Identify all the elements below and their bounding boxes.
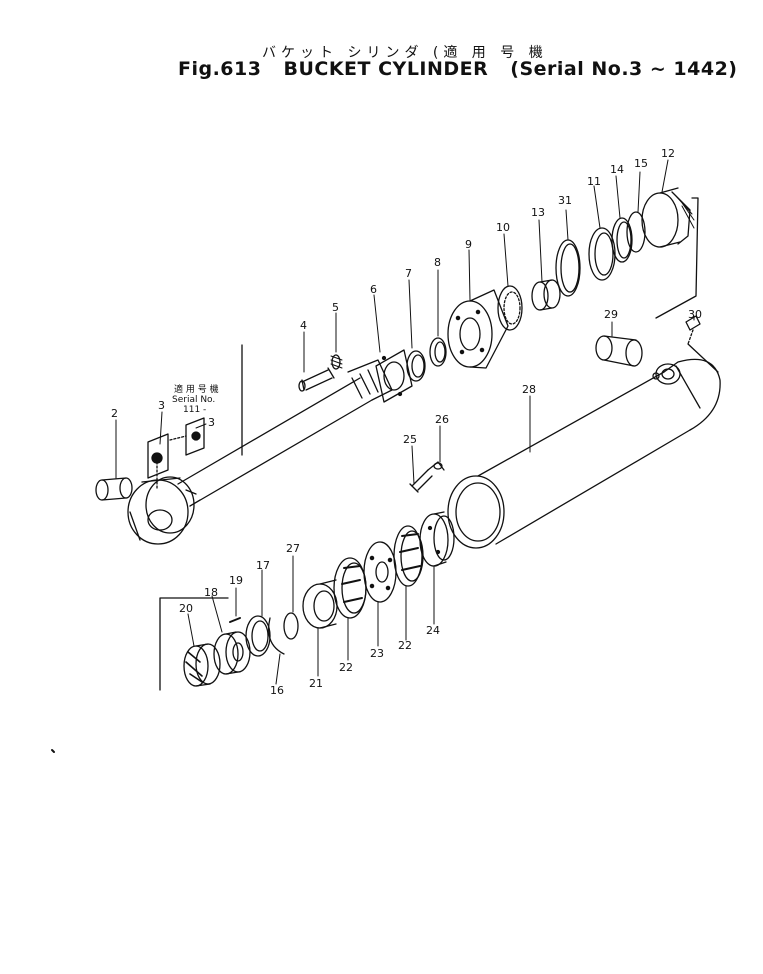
wear-ring-22b: [393, 525, 424, 587]
callout-19: 19: [229, 574, 243, 587]
bushing-13: [531, 279, 561, 311]
serial-note: 適 用 号 機 Serial No. 111 -: [172, 383, 219, 415]
callout-26: 26: [435, 413, 449, 426]
pin-29: [595, 335, 643, 367]
bolt-25: [409, 469, 433, 493]
nut-20: [183, 643, 221, 687]
callout-11: 11: [587, 175, 601, 188]
callout-18: 18: [204, 586, 218, 599]
figure-name: BUCKET CYLINDER: [283, 58, 489, 80]
grease-fitting-3b: [169, 417, 205, 456]
snap-ring-16: [267, 617, 285, 655]
callout-20: 20: [179, 602, 193, 615]
note-japanese: 適 用 号 機: [174, 383, 219, 395]
callout-15: 15: [634, 157, 648, 170]
snap-ring-10: [497, 285, 523, 331]
leader-lines: [115, 159, 695, 685]
callout-9: 9: [465, 238, 472, 251]
callout-4: 4: [300, 319, 307, 332]
grease-nipple-30: [685, 315, 701, 345]
pin-26: [427, 461, 445, 471]
mark-dot: [51, 749, 55, 753]
grease-fitting-3a: [147, 433, 169, 489]
callout-14: 14: [610, 163, 624, 176]
bracket-line-12: [655, 197, 699, 319]
callout-24: 24: [426, 624, 440, 637]
piston-23: [363, 541, 397, 603]
callout-5: 5: [332, 301, 339, 314]
callout-12: 12: [661, 147, 675, 160]
note-serial-range: 111 -: [183, 405, 206, 415]
callout-31: 31: [558, 194, 572, 207]
ring-7: [406, 350, 426, 382]
ring-11: [588, 227, 616, 281]
header-japanese-title: バケット シリンダ (適 用 号 機: [262, 45, 548, 61]
cylinder-head-9: [447, 289, 509, 369]
callout-13: 13: [531, 206, 545, 219]
callout-22b: 22: [398, 639, 412, 652]
callout-29: 29: [604, 308, 618, 321]
callout-3a: 3: [158, 399, 165, 412]
callout-10: 10: [496, 221, 510, 234]
callout-25: 25: [403, 433, 417, 446]
callout-22a: 22: [339, 661, 353, 674]
ring-17: [245, 615, 271, 657]
callout-7: 7: [405, 267, 412, 280]
callout-21: 21: [309, 677, 323, 690]
callout-3b: 3: [208, 416, 215, 429]
ring-8: [429, 337, 447, 367]
piston-group: [51, 511, 455, 753]
callout-2: 2: [111, 407, 118, 420]
bolt-4: [298, 367, 335, 392]
cylinder-tube-28: [447, 343, 721, 549]
o-ring-31: [555, 239, 581, 297]
rod-eye: [127, 476, 195, 545]
spacer-21: [302, 579, 338, 629]
piston-rod-assembly: [95, 187, 699, 545]
ring-27: [283, 612, 299, 640]
bushing-2: [95, 477, 133, 501]
callout-numbers: 2 3 3 4 5 6 7 8 9 10 11 12 13 14 15 16 1…: [111, 147, 702, 697]
callout-8: 8: [434, 256, 441, 269]
ring-15: [626, 211, 646, 253]
callout-17: 17: [256, 559, 270, 572]
callout-6: 6: [370, 283, 377, 296]
housing-12: [641, 187, 695, 248]
washer-5: [330, 354, 343, 370]
serial-range: (Serial No.3 ~ 1442): [510, 58, 738, 80]
callout-28: 28: [522, 383, 536, 396]
note-serial-label: Serial No.: [172, 395, 215, 405]
bracket-line-left: [159, 597, 229, 691]
wear-ring-22a: [333, 557, 367, 619]
callout-23: 23: [370, 647, 384, 660]
flange-6: [375, 349, 413, 403]
callout-16: 16: [270, 684, 284, 697]
callout-27: 27: [286, 542, 300, 555]
figure-title: Fig.613 BUCKET CYLINDER (Serial No.3 ~ 144…: [178, 58, 737, 80]
ring-14: [611, 217, 633, 263]
callout-30: 30: [688, 308, 702, 321]
set-screw-19: [229, 617, 241, 623]
figure-number: Fig.613: [178, 58, 262, 80]
